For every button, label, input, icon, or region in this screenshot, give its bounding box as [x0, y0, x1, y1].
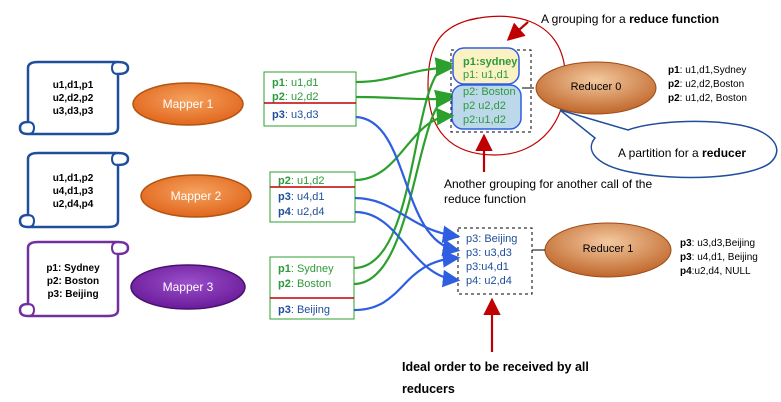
another-grouping-annotation: Another grouping for another call of the… [444, 177, 652, 207]
p0-entry-5: p2:u1,d2 [463, 114, 506, 126]
grouping-annotation-prefix: A grouping for a [541, 12, 630, 26]
m2-out-2: p3: u4,d1 [278, 191, 325, 203]
input-1-text: u1,d1,p1 u2,d2,p2 u3,d3,p3 [32, 79, 114, 118]
p1-entry-1: p3: Beijing [466, 233, 518, 245]
reducer-1-output: p3: u3,d3,Beijing p3: u4,d1, Beijing p4:… [680, 237, 758, 279]
arrow-grouping-annot [506, 21, 529, 41]
mapper-2-shape [140, 174, 252, 218]
mapper-1-shape [132, 82, 244, 126]
mapper-3-output-box [269, 256, 355, 320]
m3-out-3: p3: Beijing [278, 304, 330, 316]
input-3-line-2: p2: Boston [46, 276, 100, 287]
arrow-m1-p3 [355, 115, 461, 257]
grouping-annotation: A grouping for a reduce function [541, 12, 719, 26]
partition-annotation-prefix: A partition for a [618, 146, 703, 160]
partition-annotation-bold: reducer [702, 146, 747, 160]
arrow-m3-p3 [353, 250, 461, 312]
grouping-circle [427, 15, 567, 156]
p1-entry-3: p3:u4,d1 [466, 261, 509, 273]
arrow-m1-p2 [355, 90, 454, 109]
input-scroll-3 [18, 240, 130, 318]
ideal-order-line-2: reducers [402, 382, 455, 396]
input-1-line-3: u3,d3,p3 [52, 106, 94, 117]
partition-callout [559, 109, 778, 179]
input-2-text: u1,d1,p2 u4,d1,p3 u2,d4,p4 [32, 172, 114, 211]
m3-out-2: p2: Boston [278, 278, 332, 290]
grouping-annotation-bold: reduce function [629, 12, 720, 26]
input-scroll-2 [18, 151, 130, 229]
input-1-line-2: u2,d2,p2 [52, 93, 94, 104]
m2-out-3: p4: u2,d4 [278, 206, 325, 218]
p0-entry-3: p2: Boston [463, 86, 516, 98]
arrow-m2-p2 [354, 107, 455, 182]
p0-entry-1: p1:sydney [463, 56, 518, 68]
p0-entry-2: p1: u1,d1 [463, 69, 509, 81]
p1-entry-4: p4: u2,d4 [466, 275, 512, 287]
reducer-0-label: Reducer 0 [570, 81, 622, 93]
m2-out-1: p2: u1,d2 [278, 175, 325, 187]
r1-out-1: p3: u3,d3,Beijing [680, 238, 756, 249]
arrow-m3-p2 [353, 89, 454, 286]
arrow-m2-p4 [354, 210, 461, 288]
mapper-3-shape [130, 264, 246, 310]
m1-out-2: p2: u2,d2 [272, 91, 319, 103]
input-scroll-1 [18, 60, 130, 136]
arrow-m2-p3 [354, 196, 461, 244]
m3-out-1: p1: Sydney [278, 263, 334, 275]
mapper-2-output-box [269, 171, 356, 223]
reducer-0-shape [535, 61, 657, 115]
r0-out-3: p2: u1,d2, Boston [668, 93, 747, 104]
r0-out-2: p2: u2,d2,Boston [668, 79, 745, 90]
r1-out-2: p3: u4,d1, Beijing [680, 252, 758, 263]
mapper-2-label: Mapper 2 [170, 189, 222, 203]
m1-out-1: p1: u1,d1 [272, 77, 319, 89]
input-3-line-1: p1: Sydney [46, 263, 100, 274]
reducer-0-output: p1: u1,d1,Sydney p2: u2,d2,Boston p2: u1… [668, 64, 747, 106]
input-2-line-2: u4,d1,p3 [52, 186, 94, 197]
ideal-order-annotation: Ideal order to be received by all reduce… [402, 356, 589, 400]
arrow-m3-p1 [353, 57, 454, 270]
input-3-line-3: p3: Beijing [47, 289, 99, 300]
r0-out-1: p1: u1,d1,Sydney [668, 65, 747, 76]
input-2-line-1: u1,d1,p2 [52, 173, 94, 184]
p0-entry-4: p2 u2,d2 [463, 100, 506, 112]
mapper-1-output-box [263, 71, 357, 127]
reducer-1-label: Reducer 1 [582, 243, 634, 255]
input-2-line-3: u2,d4,p4 [52, 199, 94, 210]
r1-out-3: p4:u2,d4, NULL [680, 266, 751, 277]
another-grouping-line-1: Another grouping for another call of the [444, 177, 653, 191]
input-3-text: p1: Sydney p2: Boston p3: Beijing [32, 262, 114, 301]
p1-entry-2: p3: u3,d3 [466, 247, 512, 259]
partition-annotation: A partition for a reducer [618, 146, 746, 160]
another-grouping-line-2: reduce function [444, 192, 527, 206]
input-1-line-1: u1,d1,p1 [52, 80, 94, 91]
mapper-1-label: Mapper 1 [162, 97, 214, 111]
mapper-3-label: Mapper 3 [162, 280, 214, 294]
ideal-order-line-1: Ideal order to be received by all [402, 360, 589, 374]
m1-out-3: p3: u3,d3 [272, 109, 319, 121]
